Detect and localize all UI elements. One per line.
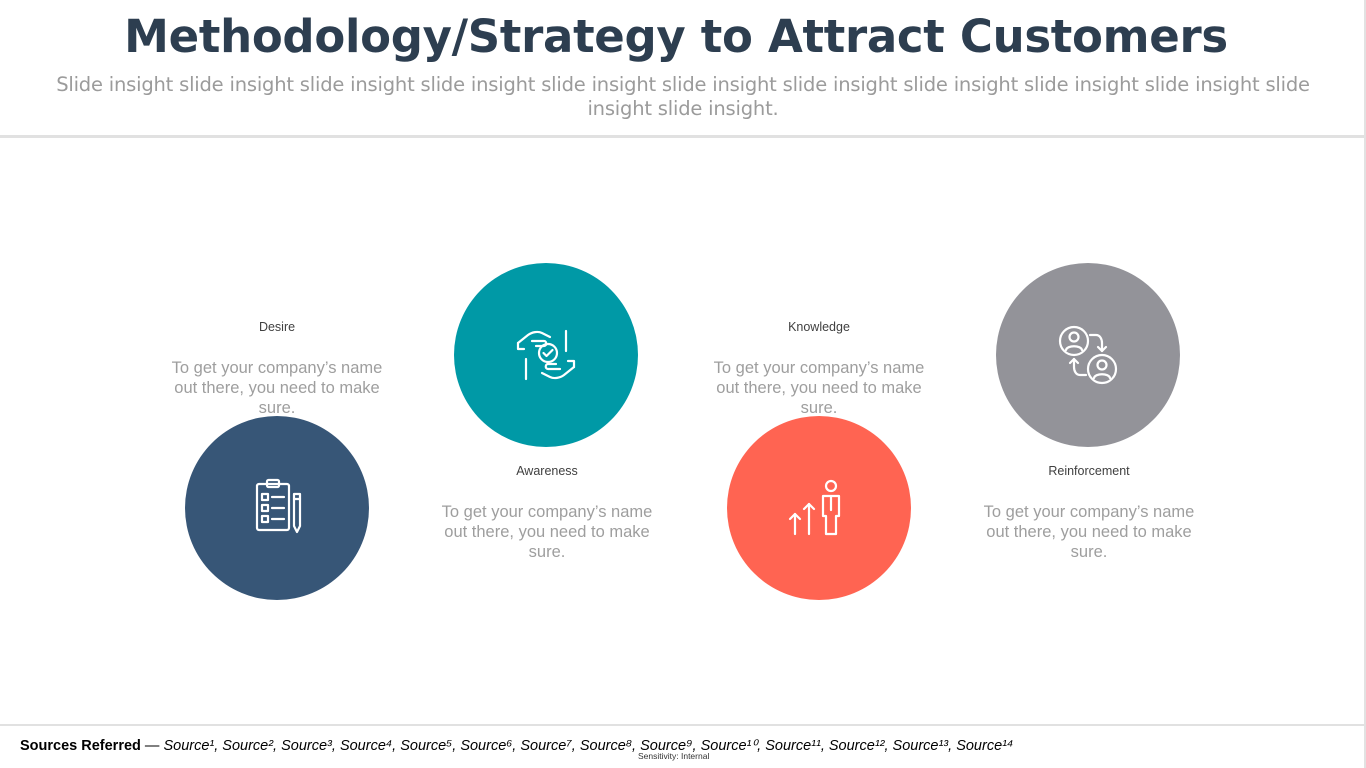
user-exchange-icon <box>1058 325 1118 385</box>
step-circle-awareness <box>454 263 638 447</box>
step-desc-knowledge: To get your company’s name out there, yo… <box>713 359 925 417</box>
sources-label: Sources Referred <box>20 738 141 754</box>
person-growth-icon <box>788 479 841 536</box>
step-circle-reinforcement <box>996 263 1180 447</box>
clipboard-checklist-icon <box>255 478 302 534</box>
slide-title: Methodology/Strategy to Attract Customer… <box>124 10 1228 63</box>
step-label-knowledge: Knowledge <box>788 320 850 334</box>
sensitivity-label: Sensitivity: Internal <box>638 751 710 761</box>
step-label-awareness: Awareness <box>516 464 578 478</box>
step-circle-knowledge <box>727 416 911 600</box>
sources-separator: — <box>140 738 164 754</box>
header-divider <box>0 135 1364 138</box>
step-desc-desire: To get your company’s name out there, yo… <box>171 359 383 417</box>
step-circle-desire <box>185 416 369 600</box>
step-desc-reinforcement: To get your company’s name out there, yo… <box>983 503 1195 561</box>
sources-footer: Sources Referred — Source¹, Source², Sou… <box>20 738 1013 754</box>
sources-list: Source¹, Source², Source³, Source⁴, Sour… <box>163 738 1014 754</box>
step-desc-awareness: To get your company’s name out there, yo… <box>441 503 653 561</box>
slide-right-border <box>1364 0 1366 768</box>
slide-subtitle: Slide insight slide insight slide insigh… <box>56 73 1310 120</box>
step-label-reinforcement: Reinforcement <box>1048 464 1130 478</box>
footer-divider <box>0 724 1364 726</box>
hands-check-icon <box>516 329 576 381</box>
step-label-desire: Desire <box>258 320 296 334</box>
